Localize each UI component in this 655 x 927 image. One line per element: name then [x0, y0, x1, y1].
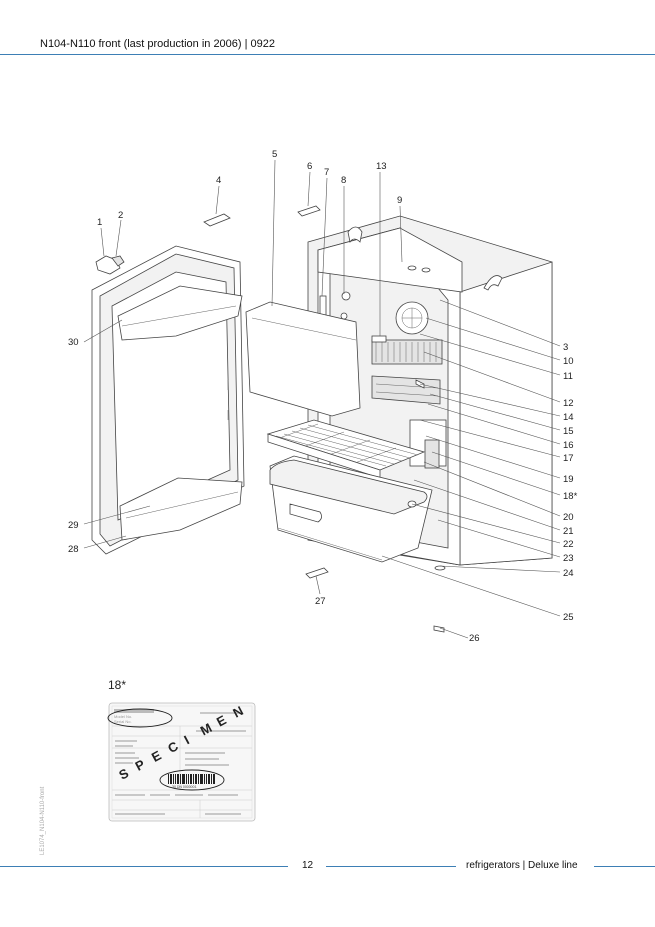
thermostat-sensor: [340, 312, 348, 320]
callout-10: 10: [563, 356, 574, 367]
top-hinge-left: [347, 226, 363, 244]
callout-14: 14: [563, 412, 574, 423]
callout-12: 12: [563, 398, 574, 409]
small-parts: [95, 205, 445, 633]
barcode: [168, 774, 215, 784]
callout-1: 1: [97, 217, 102, 228]
model-serial-highlight: [107, 708, 173, 728]
callout-6: 6: [307, 161, 312, 172]
specimen-letter: I: [181, 732, 191, 747]
light-bulb: [341, 291, 351, 301]
cabinet-foot: [434, 565, 446, 571]
control-knob-1: [407, 265, 417, 271]
callout-leaders: [83, 159, 561, 639]
callout-26: 26: [469, 633, 480, 644]
footer-rule-left: [0, 866, 288, 867]
callout-25: 25: [563, 612, 574, 623]
detail-label: 18*: [108, 678, 127, 692]
page-number: 12: [302, 860, 314, 871]
header-rule: [0, 54, 655, 55]
callout-11: 11: [563, 371, 573, 382]
evaporator-plate: [371, 375, 441, 405]
cabinet-side-panel: [459, 261, 553, 566]
upper-door-shelf: [117, 285, 243, 341]
callout-16: 16: [563, 440, 574, 451]
callout-15: 15: [563, 426, 574, 437]
top-hinge-right: [483, 275, 503, 291]
callout-24: 24: [563, 568, 574, 579]
callout-2: 2: [118, 210, 123, 221]
control-panel-strip: [317, 227, 463, 293]
callout-13: 13: [376, 161, 387, 172]
callout-17: 17: [563, 453, 574, 464]
footer-title: refrigerators | Deluxe line: [466, 860, 578, 871]
hinge-part-2: [111, 255, 125, 267]
barcode-number: 30 DN 0000001: [172, 785, 197, 789]
callout-7: 7: [324, 167, 329, 178]
plate-model-label: Model No.: [114, 714, 132, 719]
plate-logo-bar: [114, 709, 154, 713]
barcode-highlight: [159, 769, 225, 791]
rating-plate: [108, 702, 256, 822]
callout-18-star: 18*: [563, 491, 578, 502]
lower-door-shelf: [119, 477, 243, 541]
callout-29: 29: [68, 520, 79, 531]
control-knob-2: [421, 267, 431, 273]
footer-rule-middle: [326, 866, 456, 867]
wire-shelf: [266, 419, 426, 479]
callout-3: 3: [563, 342, 568, 353]
callout-21: 21: [563, 526, 574, 537]
callout-9: 9: [397, 195, 402, 206]
callout-23: 23: [563, 553, 574, 564]
freezer-door: [245, 301, 361, 417]
sensor-clip: [371, 335, 387, 343]
crisper-drawer: [269, 455, 433, 563]
rating-plate-location: [424, 439, 440, 469]
footer-rule-right: [594, 866, 655, 867]
plate-serial-label: Serial No.: [114, 719, 132, 724]
evaporator-fins: [371, 339, 443, 365]
callout-19: 19: [563, 474, 574, 485]
callout-4: 4: [216, 175, 221, 186]
drawer-handle: [289, 503, 322, 523]
callout-20: 20: [563, 512, 574, 523]
page-header-title: N104-N110 front (last production in 2006…: [40, 38, 276, 50]
foot-26: [433, 625, 445, 633]
door-assembly: [91, 245, 245, 555]
hinge-pin-4: [203, 213, 231, 227]
callout-27: 27: [315, 596, 326, 607]
callout-22: 22: [563, 539, 574, 550]
callout-labels: 1 2 3 4 5 6 7 8 12 13 9 10 11 14 15 16 1…: [68, 149, 578, 644]
hinge-27: [305, 567, 329, 579]
callout-5: 5: [272, 149, 277, 160]
callout-28: 28: [68, 544, 79, 555]
hinge-6: [297, 205, 321, 217]
callout-30: 30: [68, 337, 79, 348]
callout-8: 8: [341, 175, 346, 186]
document-code: LE1074_N104-N110-front: [40, 786, 46, 855]
